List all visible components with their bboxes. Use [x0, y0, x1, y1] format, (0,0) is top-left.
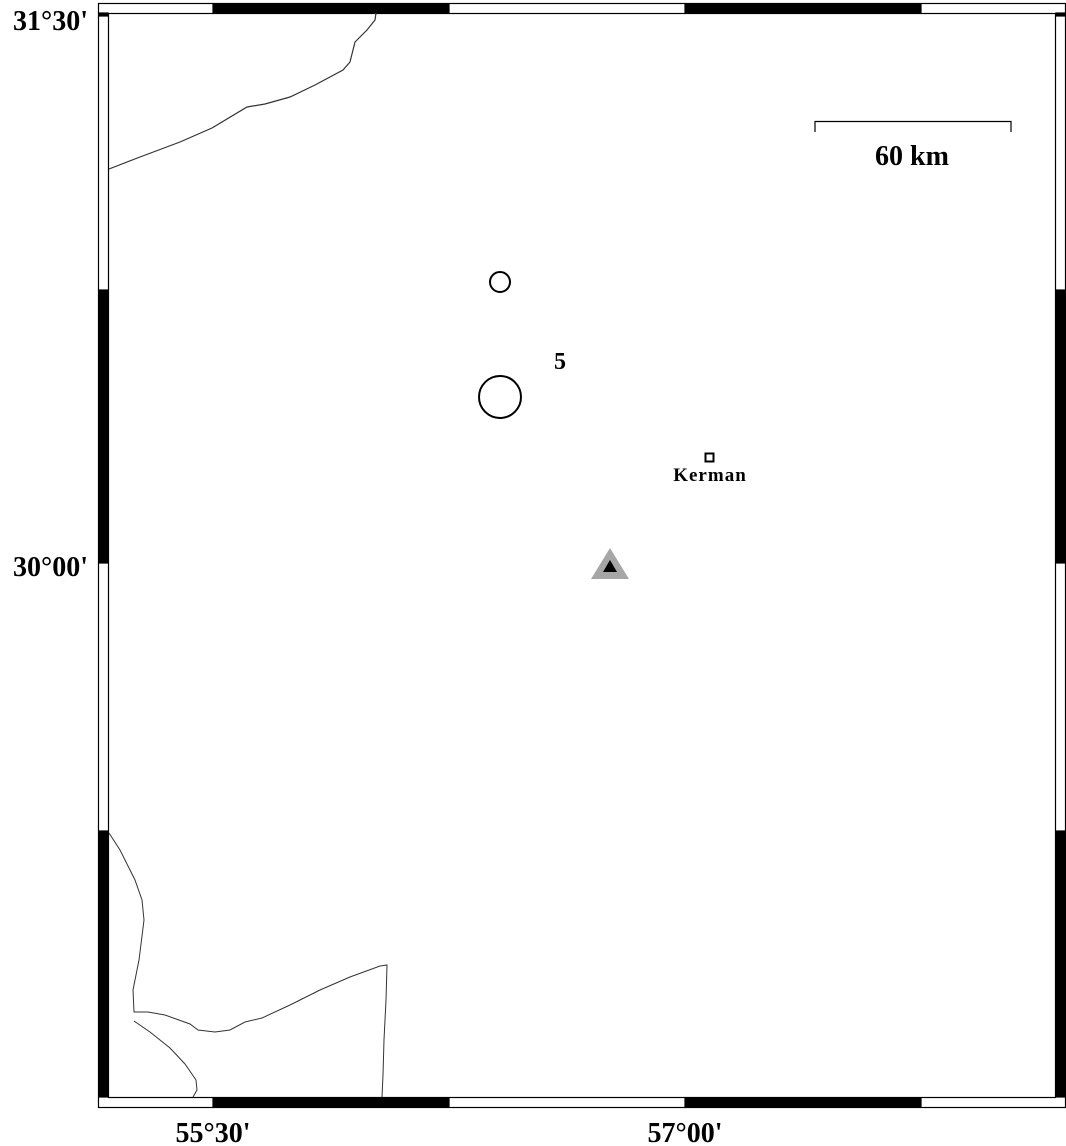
border-line-north [108, 12, 377, 170]
station-triangle-icon [591, 548, 629, 579]
lat-label-top: 31°30' [13, 6, 88, 37]
city-square-icon [704, 452, 715, 463]
lon-label-right: 57°00' [648, 1118, 723, 1146]
magnitude-label: 5 [554, 349, 566, 375]
scale-bar: 60 km [814, 120, 1012, 172]
map-frame [97, 2, 1066, 1109]
city-label: Kerman [673, 465, 747, 486]
border-line-southwest [133, 1020, 198, 1098]
border-line-south [108, 832, 388, 1098]
event-circle-large [478, 375, 522, 419]
lon-label-left: 55°30' [176, 1118, 251, 1146]
scale-bar-label: 60 km [875, 141, 949, 172]
event-circle-small [489, 271, 511, 293]
lat-label-mid: 30°00' [13, 552, 88, 583]
